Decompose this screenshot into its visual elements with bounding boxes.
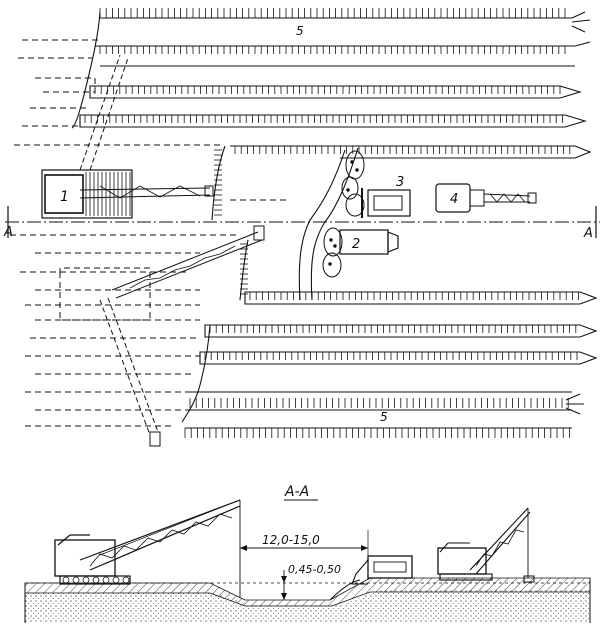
trench-end-top — [571, 11, 591, 33]
boulder-icon — [322, 150, 365, 278]
bulldozer-2-label: 2 — [352, 237, 360, 252]
clearing-boundary — [71, 11, 101, 129]
section-axis: A A — [3, 206, 600, 241]
excavator-icon: 1 — [41, 169, 214, 219]
dimension-depth: 0,45-0,50 — [281, 563, 341, 600]
trench-label-bottom: 5 — [380, 410, 388, 424]
trench-outlines — [79, 41, 598, 411]
clearing-boundary-lower — [181, 324, 211, 423]
trench-label-top: 5 — [296, 24, 304, 38]
subsoil-layer — [25, 590, 590, 623]
bulldozer-icon — [329, 555, 413, 601]
pit-wall-lower — [239, 239, 249, 301]
section-view: A-A 12,0-15,0 0,45-0,50 — [24, 484, 591, 623]
bulldozer-3-label: 3 — [396, 175, 404, 190]
bulldozer-icon: 2 — [339, 229, 399, 255]
boom-lattice — [129, 245, 236, 289]
bucket-lower — [149, 431, 161, 447]
pit-ticks — [214, 149, 248, 295]
dimension-width-label: 12,0-15,0 — [262, 533, 320, 547]
excavator-label: 1 — [60, 189, 69, 205]
boom-diagonal — [111, 231, 263, 299]
section-title: A-A — [284, 484, 309, 500]
crane-icon — [54, 499, 241, 598]
dashed-boundary-lines — [10, 39, 290, 427]
pit-wall-upper — [211, 145, 226, 221]
crane-icon: 4 — [435, 183, 537, 213]
section-label-right: A — [583, 226, 593, 241]
dimension-width: 12,0-15,0 — [240, 530, 369, 580]
crane-icon — [437, 507, 535, 583]
bucket-center — [253, 225, 265, 241]
crane-4-label: 4 — [450, 192, 458, 207]
plan-view: A A 1 — [3, 8, 600, 447]
bulldozer-icon: 3 — [361, 175, 411, 218]
ridge-inner — [310, 147, 359, 301]
boom-swing-lower — [99, 297, 159, 436]
dimension-depth-label: 0,45-0,50 — [288, 563, 341, 576]
section-label-left: A — [3, 225, 13, 240]
ridge-outer — [298, 149, 346, 301]
trench-end-bottom — [565, 393, 584, 415]
boom-swing-path — [79, 54, 129, 171]
trench-combs — [84, 8, 579, 438]
